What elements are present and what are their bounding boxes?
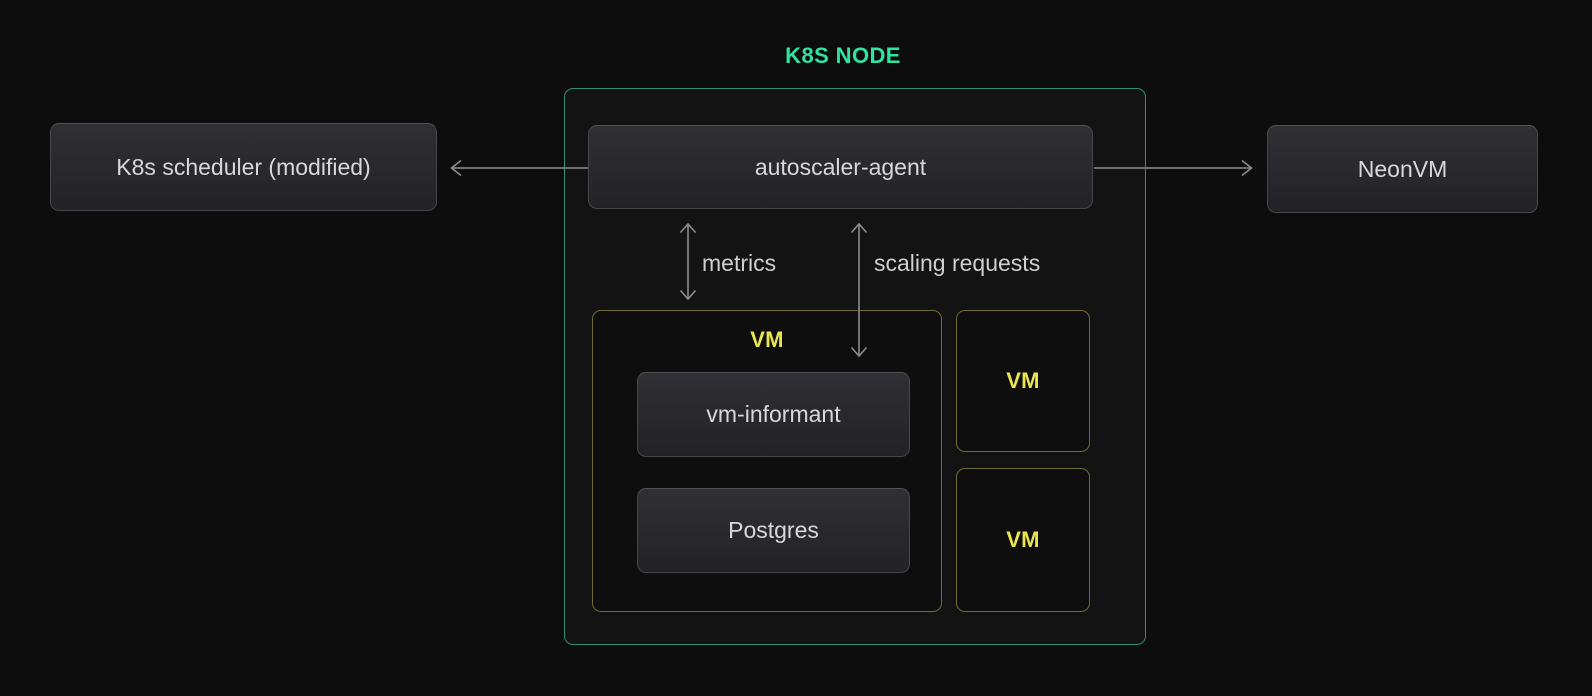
edge-label-metrics: metrics [702, 250, 777, 276]
vm-box-1-label: VM [1006, 368, 1040, 393]
edge-label-scaling-requests: scaling requests [874, 250, 1041, 276]
vm-box-2: VM [956, 468, 1090, 612]
node-vm-informant: vm-informant [637, 372, 910, 457]
vm-box-2-label: VM [1006, 527, 1040, 552]
node-k8s-scheduler: K8s scheduler (modified) [50, 123, 437, 211]
node-postgres: Postgres [637, 488, 910, 573]
node-autoscaler-agent: autoscaler-agent [588, 125, 1093, 209]
vm-group-label: VM [750, 327, 784, 352]
node-neonvm: NeonVM [1267, 125, 1538, 213]
vm-box-1: VM [956, 310, 1090, 452]
k8s-node-title: K8S NODE [785, 43, 901, 68]
